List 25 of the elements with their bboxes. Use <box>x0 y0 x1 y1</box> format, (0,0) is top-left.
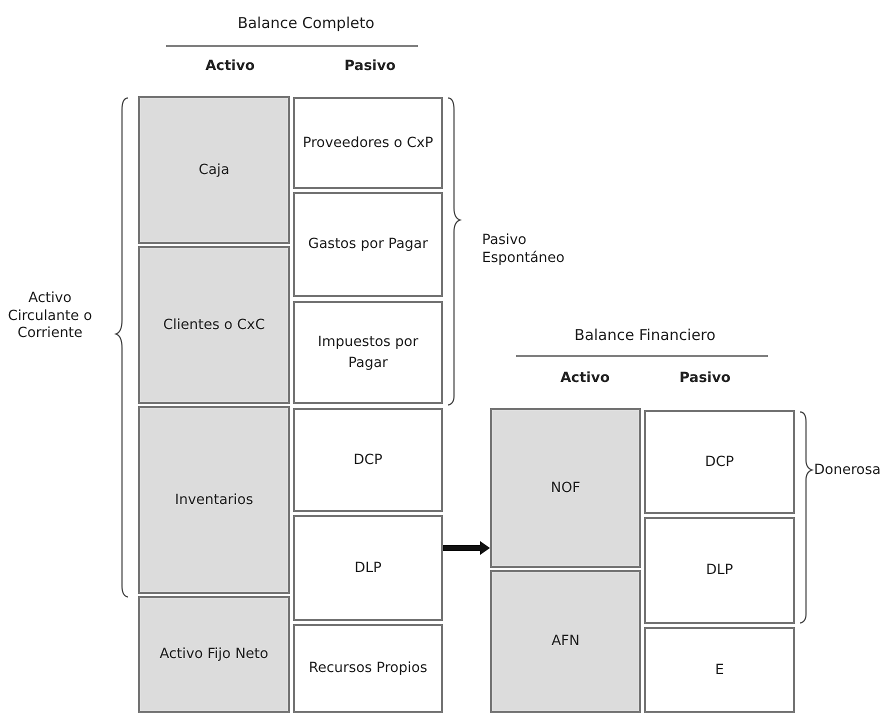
brace-label: Donerosa <box>814 462 882 480</box>
brace-label: Activo Circulante o Corriente <box>6 290 94 342</box>
asset-block: AFN <box>490 570 641 713</box>
liability-block: DLP <box>293 515 443 621</box>
balance-title: Balance Completo <box>236 14 376 33</box>
asset-block: Inventarios <box>138 406 290 594</box>
liability-block: Proveedores o CxP <box>293 97 443 189</box>
asset-block: Caja <box>138 96 290 244</box>
liability-block: Impuestos por Pagar <box>293 301 443 404</box>
column-heading: Activo <box>204 58 256 76</box>
block-arrow <box>443 541 490 555</box>
asset-block: Activo Fijo Neto <box>138 596 290 713</box>
liability-block: E <box>644 627 795 713</box>
liability-block: Gastos por Pagar <box>293 192 443 297</box>
liability-block: DCP <box>293 408 443 512</box>
brace-label: Pasivo Espontáneo <box>482 232 566 267</box>
liability-block: DCP <box>644 410 795 514</box>
asset-block: NOF <box>490 408 641 568</box>
column-heading: Pasivo <box>678 370 732 388</box>
liability-block: DLP <box>644 517 795 624</box>
liability-block: Recursos Propios <box>293 624 443 713</box>
asset-block: Clientes o CxC <box>138 246 290 404</box>
column-heading: Activo <box>559 370 611 388</box>
balance-title: Balance Financiero <box>573 326 717 345</box>
column-heading: Pasivo <box>343 58 397 76</box>
